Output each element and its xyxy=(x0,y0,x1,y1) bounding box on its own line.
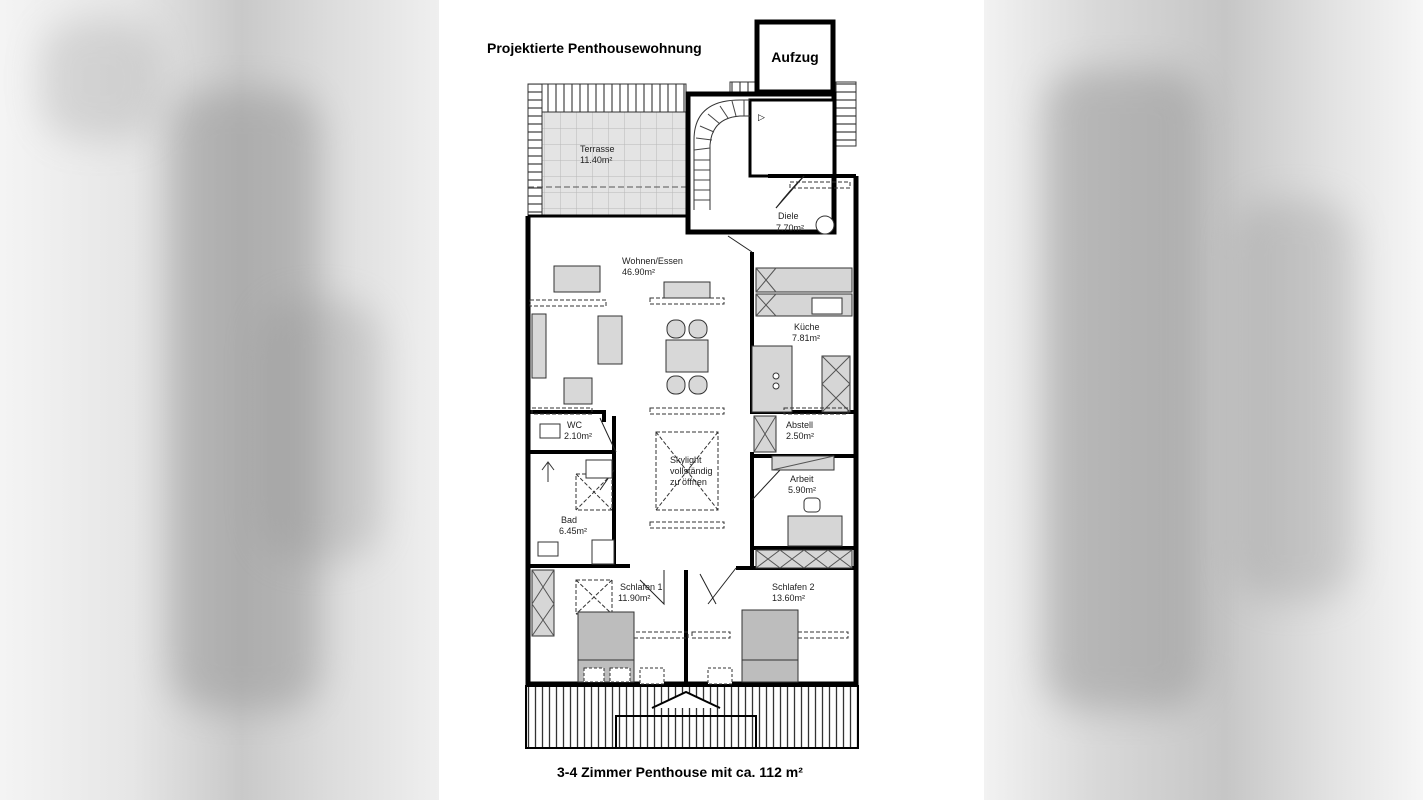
room-bad-area: 6.45m² xyxy=(559,526,587,536)
room-bad-name: Bad xyxy=(561,515,577,525)
room-arbeit-name: Arbeit xyxy=(790,474,814,484)
room-terrasse-name: Terrasse xyxy=(580,144,615,154)
plan-title: Projektierte Penthousewohnung xyxy=(487,40,702,56)
room-abstell-name: Abstell xyxy=(786,420,813,430)
room-wohnen-area: 46.90m² xyxy=(622,267,655,277)
room-wc-name: WC xyxy=(567,420,582,430)
room-schlafen2-area: 13.60m² xyxy=(772,593,805,603)
room-kueche-name: Küche xyxy=(794,322,820,332)
blurred-background-right xyxy=(984,0,1423,800)
room-schlafen1-name: Schlafen 1 xyxy=(620,582,663,592)
bottom-balcony xyxy=(525,685,859,749)
room-labels: Terrasse 11.40m² Diele 7.70m² Wohnen/Ess… xyxy=(559,144,820,603)
outer-walls xyxy=(525,176,859,687)
room-schlafen2-name: Schlafen 2 xyxy=(772,582,815,592)
plan-subtitle: 3-4 Zimmer Penthouse mit ca. 112 m² xyxy=(557,764,803,780)
room-terrasse-area: 11.40m² xyxy=(580,155,612,165)
ceiling-beams xyxy=(529,181,851,639)
skylight-line1: Skylight xyxy=(670,455,702,465)
room-wohnen-name: Wohnen/Essen xyxy=(622,256,683,266)
room-schlafen1-area: 11.90m² xyxy=(618,593,650,603)
room-abstell-area: 2.50m² xyxy=(786,431,814,441)
side-railing xyxy=(835,81,857,147)
svg-text:▷: ▷ xyxy=(758,112,765,122)
elevator-label: Aufzug xyxy=(771,49,818,65)
room-arbeit-area: 5.90m² xyxy=(788,485,816,495)
sanitary xyxy=(537,423,615,565)
kitchen-cabinets xyxy=(751,267,853,413)
beds xyxy=(577,609,799,685)
diele-pillar xyxy=(815,215,835,235)
living-furniture xyxy=(531,265,711,405)
storage-work-furniture xyxy=(531,415,853,637)
interior-walls xyxy=(528,174,856,684)
elevator-shaft: Aufzug xyxy=(754,19,836,95)
room-diele-name: Diele xyxy=(778,211,799,221)
skylight-line2: vollständig xyxy=(670,466,713,476)
blurred-background-left xyxy=(0,0,439,800)
stairwell: ▷ xyxy=(685,91,837,235)
room-diele-area: 7.70m² xyxy=(776,223,804,233)
skylight-line3: zu öffnen xyxy=(670,477,707,487)
room-kueche-area: 7.81m² xyxy=(792,333,820,343)
door-swings xyxy=(599,175,805,606)
room-wc-area: 2.10m² xyxy=(564,431,592,441)
